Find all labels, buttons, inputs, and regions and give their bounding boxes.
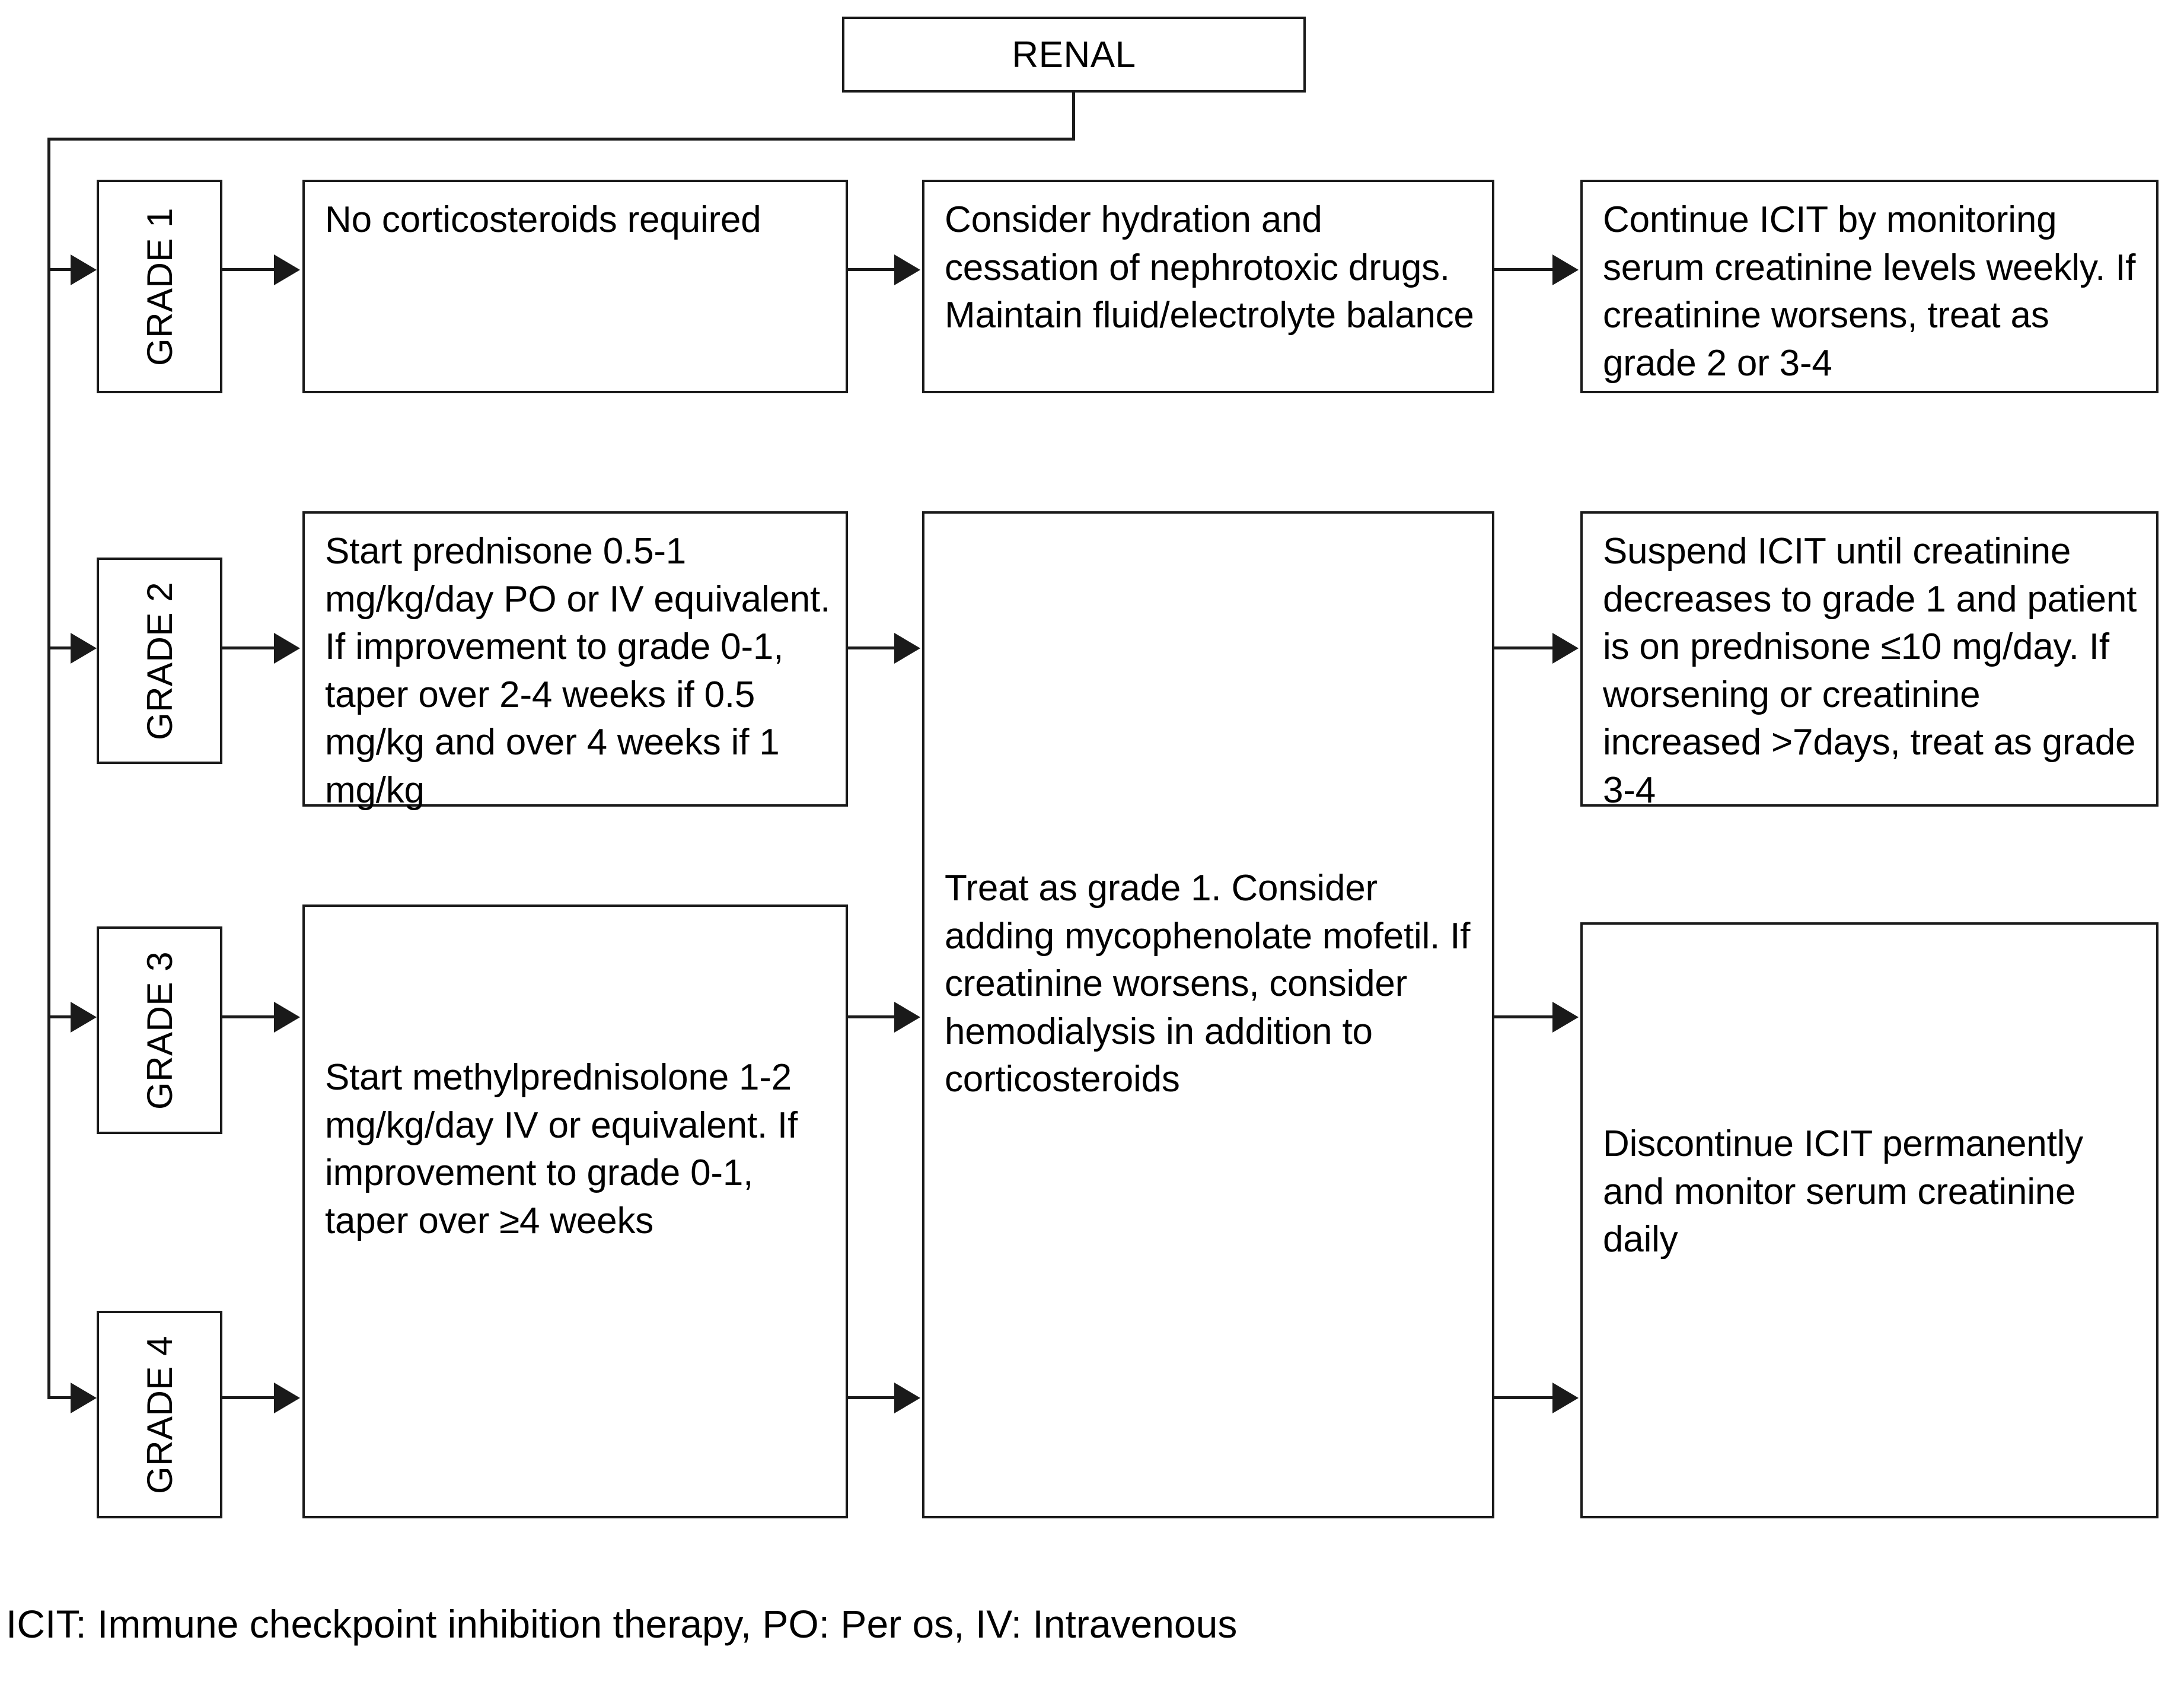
connector-spine-to-grade-2: [47, 646, 76, 649]
arrowhead-to-grade-1: [71, 254, 97, 285]
box-text: Consider hydration and cessation of neph…: [945, 199, 1474, 336]
connector-grade4-to-supportive: [848, 1396, 907, 1399]
grade-box-grade-2[interactable]: GRADE 2: [97, 558, 222, 764]
connector-supportive-to-grade4-outcome: [1494, 1396, 1566, 1399]
box-grade34-supportive: Treat as grade 1. Consider adding mycoph…: [922, 511, 1494, 1518]
box-text: Start prednisone 0.5-1 mg/kg/day PO or I…: [325, 531, 831, 811]
arrowhead-to-grade4-outcome: [1552, 1383, 1579, 1413]
arrowhead-to-grade-2: [71, 633, 97, 664]
connector-spine-to-grade-1: [47, 268, 76, 271]
connector-corticosteroids-to-supportive: [848, 268, 907, 271]
arrowhead-to-grade2-outcome: [1552, 633, 1579, 664]
connector-supportive-to-grade2-outcome: [1494, 646, 1566, 649]
connector-grade2-to-treatment: [222, 646, 279, 649]
arrowhead-to-grade-3: [71, 1002, 97, 1033]
abbreviations-footnote: ICIT: Immune checkpoint inhibition thera…: [6, 1602, 1238, 1646]
connector-spine-to-grade-4: [47, 1396, 76, 1399]
grade-label: GRADE 2: [139, 581, 180, 740]
box-grade1-outcome: Continue ICIT by monitoring serum creati…: [1580, 180, 2159, 393]
arrowhead-to-grade4-treatment: [274, 1383, 300, 1413]
arrowhead-to-grade3-treatment: [274, 1002, 300, 1033]
connector-grade2-to-supportive: [848, 646, 907, 649]
box-text: Discontinue ICIT permanently and monitor…: [1603, 1123, 2083, 1260]
arrowhead-to-grade1-corticosteroids: [274, 254, 300, 285]
connector-supportive-to-grade3-outcome: [1494, 1015, 1566, 1018]
connector-grade1-to-corticosteroids: [222, 268, 279, 271]
arrowhead-to-grade3-outcome: [1552, 1002, 1579, 1033]
arrowhead-to-grade1-outcome: [1552, 254, 1579, 285]
arrowhead-to-grade2-treatment: [274, 633, 300, 664]
box-grade34-treatment: Start methylprednisolone 1-2 mg/kg/day I…: [302, 904, 848, 1518]
connector-supportive-to-grade1-outcome: [1494, 268, 1566, 271]
trunk-stub-vertical: [1072, 93, 1075, 140]
grade-box-grade-1[interactable]: GRADE 1: [97, 180, 222, 393]
connector-grade3-to-supportive: [848, 1015, 907, 1018]
box-text: No corticosteroids required: [325, 199, 761, 240]
box-grade2-treatment: Start prednisone 0.5-1 mg/kg/day PO or I…: [302, 511, 848, 811]
trunk-spine-vertical: [47, 138, 50, 1398]
connector-grade3-to-treatment: [222, 1015, 279, 1018]
page-title: RENAL: [1012, 34, 1136, 75]
grade-label: GRADE 1: [139, 207, 180, 366]
arrowhead-to-grade1-supportive: [894, 254, 920, 285]
grade-label: GRADE 3: [139, 951, 180, 1110]
box-grade34-outcome: Discontinue ICIT permanently and monitor…: [1580, 922, 2159, 1518]
box-text: Continue ICIT by monitoring serum creati…: [1603, 199, 2136, 384]
box-text: Suspend ICIT until creatinine decreases …: [1603, 531, 2137, 811]
box-text: Start methylprednisolone 1-2 mg/kg/day I…: [325, 1057, 798, 1241]
box-grade2-outcome: Suspend ICIT until creatinine decreases …: [1580, 511, 2159, 811]
box-grade1-corticosteroids: No corticosteroids required: [302, 180, 848, 393]
box-grade1-supportive: Consider hydration and cessation of neph…: [922, 180, 1494, 393]
grade-box-grade-3[interactable]: GRADE 3: [97, 926, 222, 1134]
grade-box-grade-4[interactable]: GRADE 4: [97, 1311, 222, 1518]
grade-label: GRADE 4: [139, 1335, 180, 1494]
arrowhead-to-grade-4: [71, 1383, 97, 1413]
connector-spine-to-grade-3: [47, 1015, 76, 1018]
box-text: Treat as grade 1. Consider adding mycoph…: [945, 868, 1471, 1100]
trunk-horizontal: [47, 138, 1075, 141]
connector-grade4-to-treatment: [222, 1396, 279, 1399]
renal-title-box: RENAL: [842, 17, 1306, 93]
arrowhead-to-grade3-supportive: [894, 1002, 920, 1033]
arrowhead-to-grade4-supportive: [894, 1383, 920, 1413]
arrowhead-to-grade2-supportive: [894, 633, 920, 664]
